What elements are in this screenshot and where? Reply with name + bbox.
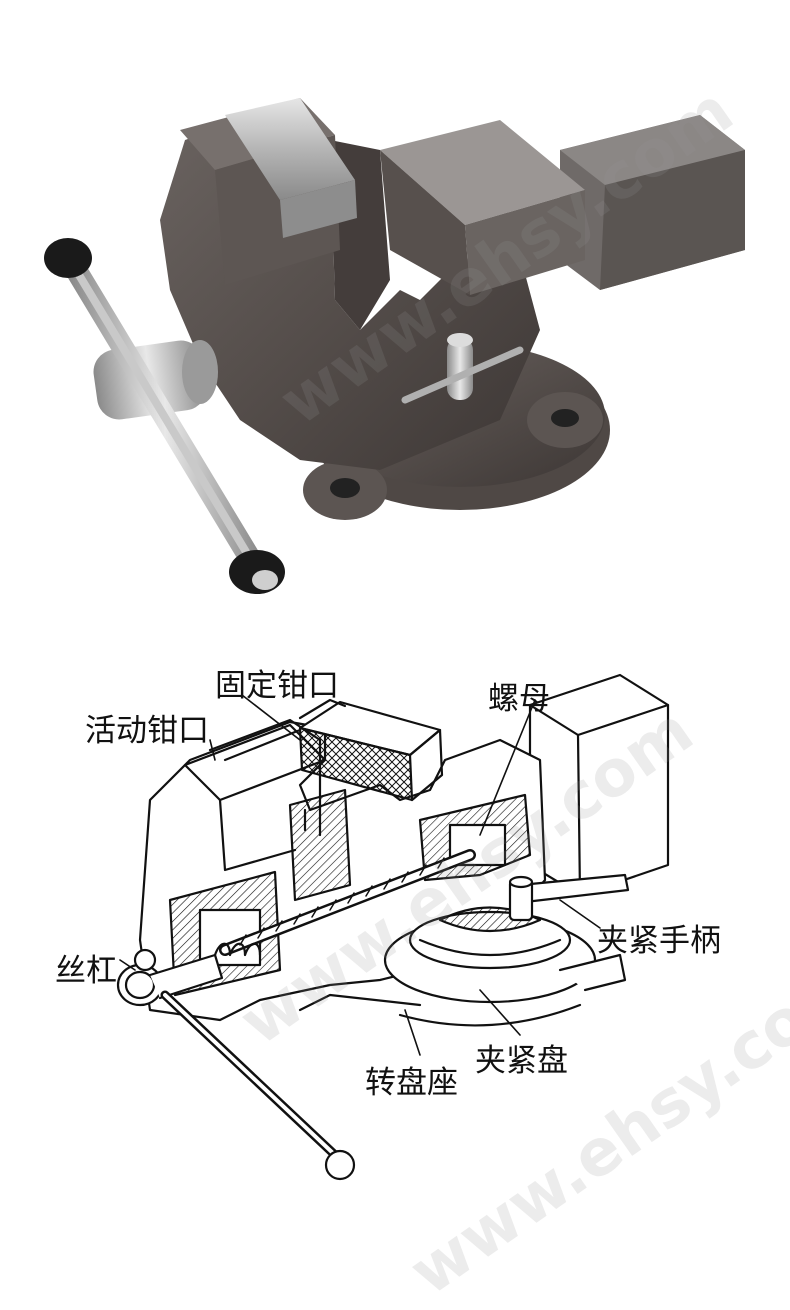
vise-cutaway-diagram: 固定钳口 活动钳口 螺母 夹紧手柄 丝杠 夹紧盘 转盘座 www.ehsy.co… [0, 610, 790, 1310]
label-clamp-handle: 夹紧手柄 [597, 923, 721, 959]
vise-photo-illustration [44, 98, 745, 594]
label-clamp-plate: 夹紧盘 [475, 1043, 568, 1079]
clamp-handle-diagram [508, 873, 630, 922]
lead-screw [213, 849, 476, 957]
swivel-lock-pin [401, 333, 524, 404]
handle-assembly [44, 238, 285, 594]
label-fixed-jaw: 固定钳口 [215, 668, 339, 704]
rear-rail [528, 673, 670, 897]
vise-cutaway-illustration [116, 673, 670, 1181]
label-turntable-base: 转盘座 [365, 1065, 458, 1101]
leader-lines [119, 694, 601, 1056]
label-movable-jaw: 活动钳口 [85, 713, 209, 749]
vise-photo: www.ehsy.com [0, 0, 790, 610]
handle-bar-diagram [116, 948, 356, 1181]
label-lead-screw: 丝杠 [55, 953, 117, 989]
label-nut: 螺母 [488, 681, 550, 717]
fixed-jaw [298, 698, 444, 802]
vise-body [160, 98, 585, 470]
slide-bar [560, 115, 745, 290]
